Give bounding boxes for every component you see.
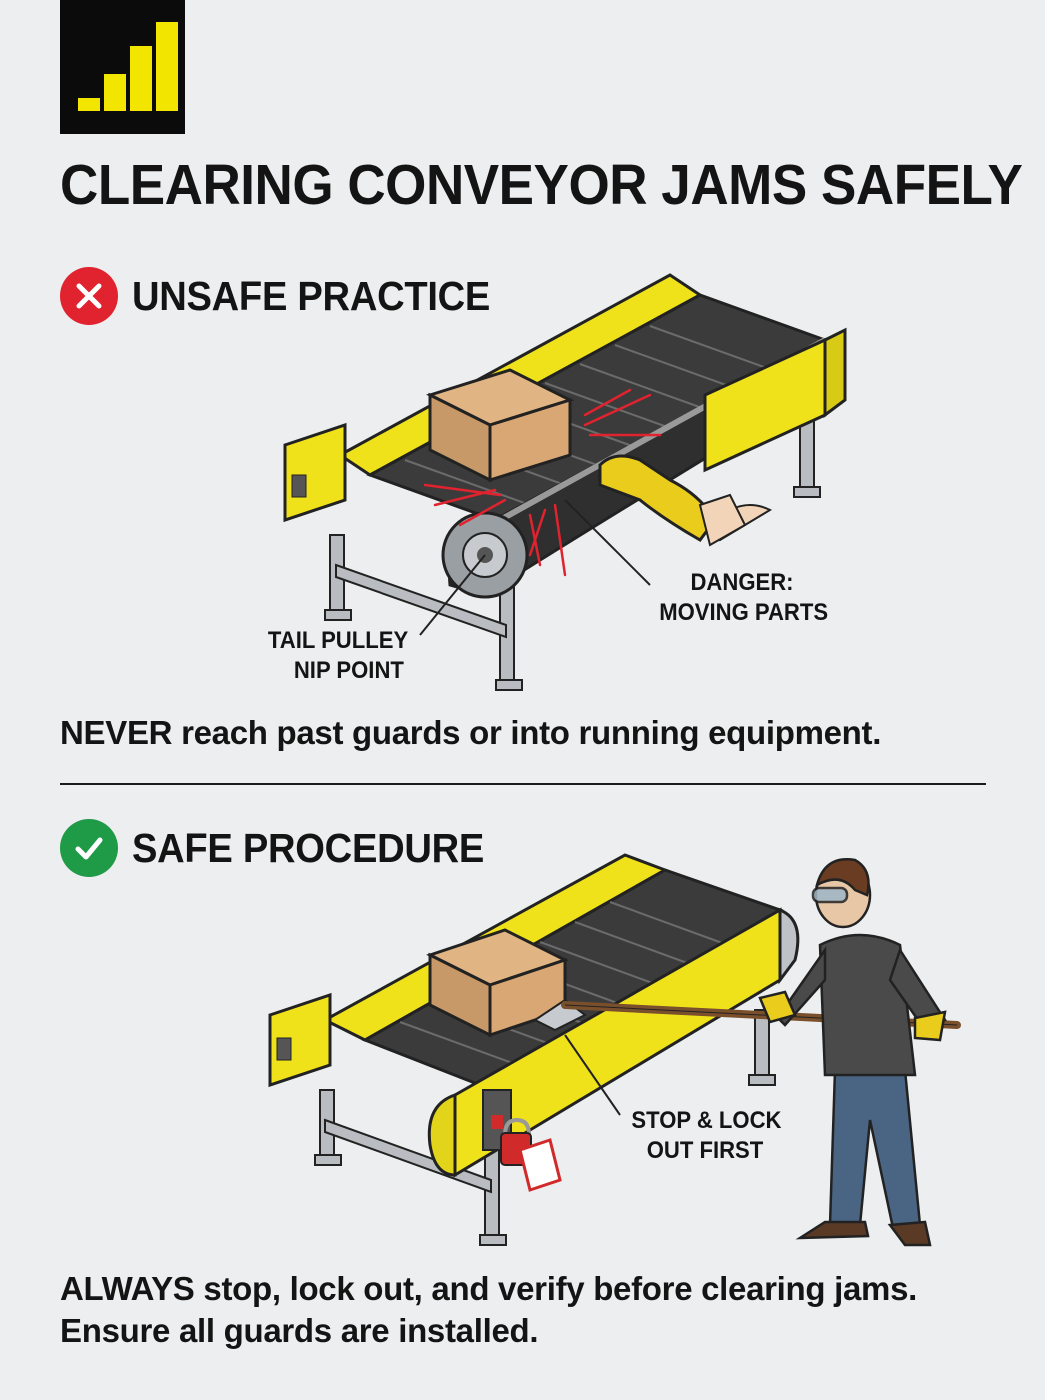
safe-statement-line: Ensure all guards are installed. bbox=[60, 1312, 539, 1349]
unsafe-statement: NEVER reach past guards or into running … bbox=[60, 714, 882, 751]
callout-text: STOP & LOCK bbox=[631, 1107, 782, 1134]
callout-text: MOVING PARTS bbox=[659, 599, 829, 626]
unsafe-section-header: UNSAFE PRACTICE bbox=[60, 266, 517, 326]
callout-text: OUT FIRST bbox=[646, 1137, 764, 1164]
danger-moving-parts-callout: DANGER: MOVING PARTS bbox=[659, 568, 829, 628]
callout-text: DANGER: bbox=[690, 569, 794, 596]
safe-heading: SAFE PROCEDURE bbox=[132, 824, 485, 871]
brand-logo-icon bbox=[60, 0, 185, 134]
tail-pulley-callout: TAIL PULLEY NIP POINT bbox=[267, 626, 409, 686]
safe-section-header: SAFE PROCEDURE bbox=[60, 818, 511, 878]
callout-text: NIP POINT bbox=[293, 657, 404, 684]
unsafe-conveyor-illustration bbox=[283, 273, 847, 691]
stop-lock-out-callout: STOP & LOCK OUT FIRST bbox=[631, 1106, 782, 1166]
check-circle-icon bbox=[60, 819, 118, 877]
x-circle-icon bbox=[60, 267, 118, 325]
page-title: CLEARING CONVEYOR JAMS SAFELY bbox=[60, 153, 1023, 217]
safe-conveyor-illustration bbox=[268, 853, 961, 1247]
section-divider bbox=[60, 783, 986, 785]
unsafe-heading: UNSAFE PRACTICE bbox=[132, 272, 491, 319]
safe-statement: ALWAYS stop, lock out, and verify before… bbox=[60, 1268, 917, 1352]
safe-statement-line: ALWAYS stop, lock out, and verify before… bbox=[60, 1270, 918, 1307]
callout-text: TAIL PULLEY bbox=[267, 627, 409, 654]
